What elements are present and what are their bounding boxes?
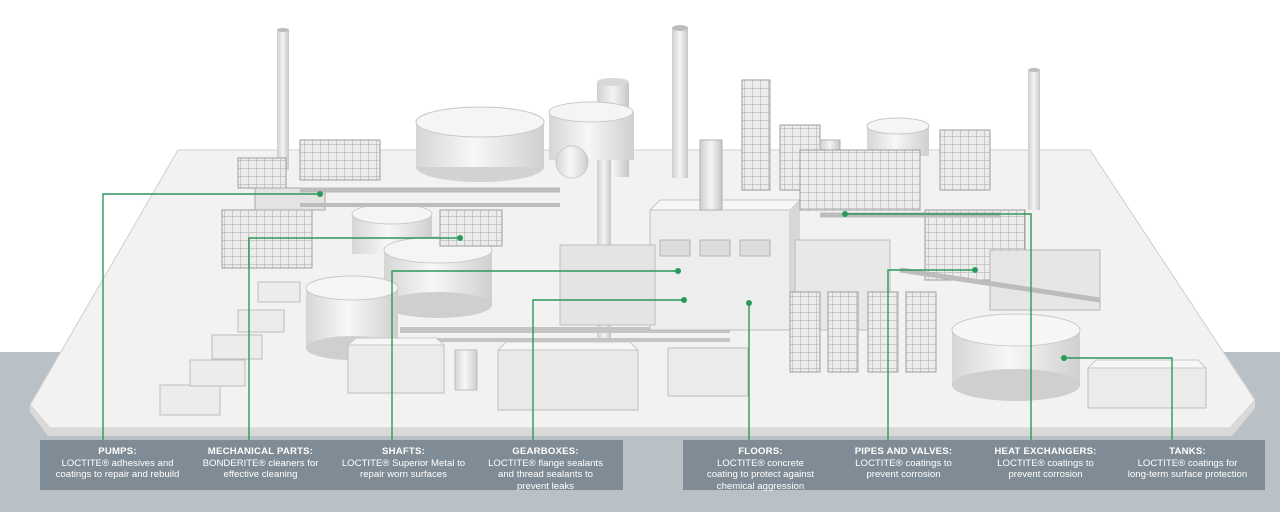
leader-pumps: [102, 193, 320, 440]
label-description: LOCTITE® coatings to prevent corrosion: [997, 457, 1094, 481]
leader-lines: [102, 193, 1173, 440]
leader-shafts: [391, 270, 678, 440]
label-title: HEAT EXCHANGERS:: [994, 446, 1097, 457]
leader-dots: [317, 191, 1067, 361]
label-description: LOCTITE® flange sealants and thread seal…: [488, 457, 603, 492]
dot-pipes-valves: [972, 267, 978, 273]
dot-tanks: [1061, 355, 1067, 361]
label-title: SHAFTS:: [382, 446, 425, 457]
dot-heat-exchangers: [842, 211, 848, 217]
label-description: BONDERITE® cleaners for effective cleani…: [202, 457, 319, 481]
label-pumps: PUMPS: LOCTITE® adhesives and coatings t…: [40, 440, 195, 490]
label-tanks: TANKS: LOCTITE® coatings for long-term s…: [1110, 440, 1265, 490]
dot-pumps: [317, 191, 323, 197]
storage-tanks: [305, 101, 1081, 401]
label-title: PUMPS:: [98, 446, 137, 457]
label-description: LOCTITE® adhesives and coatings to repai…: [55, 457, 180, 481]
leader-tanks: [1064, 357, 1173, 440]
dot-floors: [746, 300, 752, 306]
dot-shafts: [675, 268, 681, 274]
exchanger-racks: [789, 291, 937, 373]
label-description: LOCTITE® coatings to prevent corrosion: [855, 457, 952, 481]
label-description: LOCTITE® coatings for long-term surface …: [1127, 457, 1248, 481]
label-title: PIPES AND VALVES:: [854, 446, 953, 457]
dot-mechanical-parts: [457, 235, 463, 241]
right-process-unit: [799, 129, 1101, 311]
label-title: FLOORS:: [738, 446, 783, 457]
label-title: GEARBOXES:: [512, 446, 579, 457]
label-title: TANKS:: [1169, 446, 1206, 457]
dot-gearboxes: [681, 297, 687, 303]
label-description: LOCTITE® concrete coating to protect aga…: [706, 457, 815, 492]
label-description: LOCTITE® Superior Metal to repair worn s…: [341, 457, 466, 481]
label-floors: FLOORS: LOCTITE® concrete coating to pro…: [683, 440, 838, 492]
leader-heat-exchangers: [845, 213, 1032, 440]
label-pipes-and-valves: PIPES AND VALVES: LOCTITE® coatings to p…: [826, 440, 981, 490]
leader-pipes-valves: [887, 269, 975, 440]
label-mechanical-parts: MECHANICAL PARTS: BONDERITE® cleaners fo…: [183, 440, 338, 490]
label-gearboxes: GEARBOXES: LOCTITE® flange sealants and …: [468, 440, 623, 492]
label-title: MECHANICAL PARTS:: [207, 446, 314, 457]
label-shafts: SHAFTS: LOCTITE® Superior Metal to repai…: [326, 440, 481, 490]
leader-mechanical-parts: [248, 237, 460, 440]
label-heat-exchangers: HEAT EXCHANGERS: LOCTITE® coatings to pr…: [968, 440, 1123, 490]
leader-gearboxes: [532, 299, 684, 440]
